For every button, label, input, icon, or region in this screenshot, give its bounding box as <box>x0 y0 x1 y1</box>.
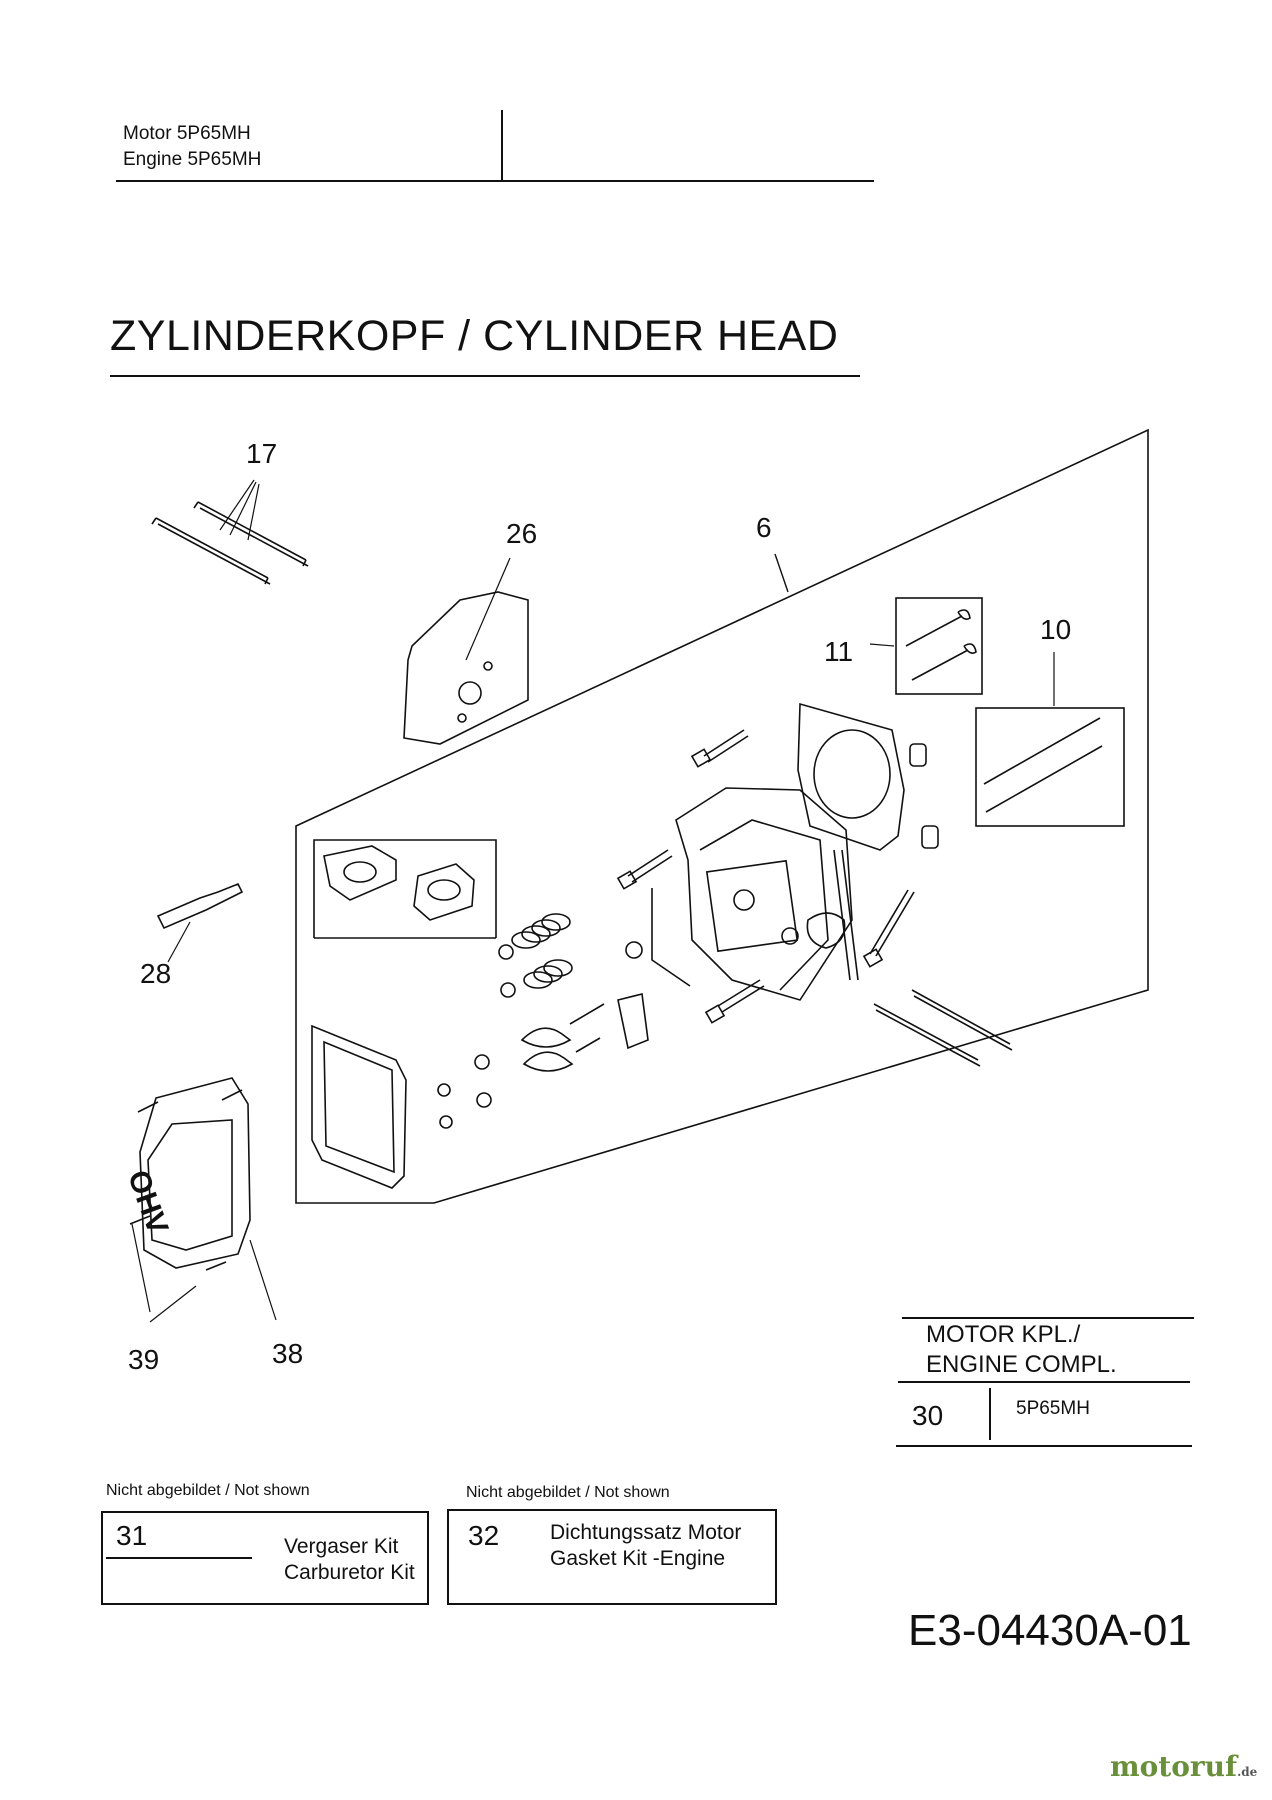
callout-26: 26 <box>506 518 538 549</box>
valve-cover <box>129 1077 277 1323</box>
not-shown-right-line1: Dichtungssatz Motor <box>550 1521 742 1544</box>
rocker-arms <box>437 993 649 1129</box>
header-model-de: Motor 5P65MH <box>123 123 251 144</box>
cylinder-head-body <box>651 787 859 1001</box>
engine-complete-number: 30 <box>912 1400 944 1431</box>
callout-39: 39 <box>128 1344 160 1375</box>
not-shown-boxes <box>101 1509 777 1605</box>
engine-complete-table <box>896 1317 1194 1447</box>
not-shown-right-number: 32 <box>468 1520 500 1551</box>
engine-complete-value: 5P65MH <box>1016 1398 1090 1419</box>
part-10-push-rods <box>975 652 1125 827</box>
callout-10: 10 <box>1040 614 1072 645</box>
not-shown-right-caption: Nicht abgebildet / Not shown <box>466 1484 670 1501</box>
rocker-cover-gasket <box>311 1024 407 1189</box>
page-title: ZYLINDERKOPF / CYLINDER HEAD <box>110 312 839 360</box>
part-17-studs <box>151 479 309 585</box>
callout-6: 6 <box>756 512 772 543</box>
part-26-heat-shield <box>403 557 529 745</box>
engine-complete-heading-en: ENGINE COMPL. <box>926 1351 1117 1378</box>
header-model-en: Engine 5P65MH <box>123 149 262 170</box>
logo-text: motoruf <box>1110 1750 1238 1783</box>
not-shown-right-line2: Gasket Kit -Engine <box>550 1547 726 1570</box>
callout-28: 28 <box>140 958 172 989</box>
callout-38: 38 <box>272 1338 304 1369</box>
head-bolts <box>616 729 915 1024</box>
intake-gasket-kit <box>313 839 497 939</box>
callout-6-leader <box>774 553 789 593</box>
part-11-valves <box>869 597 983 695</box>
valve-springs <box>498 913 573 998</box>
engine-complete-heading-de: MOTOR KPL./ <box>926 1321 1081 1348</box>
logo-suffix: .de <box>1237 1765 1258 1779</box>
cylinder-head-assembly-box <box>295 428 1149 1204</box>
diagram-code: E3-04430A-01 <box>908 1606 1192 1655</box>
motoruf-logo: motoruf.de <box>1110 1750 1257 1783</box>
not-shown-left-line2: Carburetor Kit <box>284 1561 415 1584</box>
not-shown-left-caption: Nicht abgebildet / Not shown <box>106 1482 310 1499</box>
part-28-spark-plug <box>156 882 244 963</box>
callout-17: 17 <box>246 438 278 469</box>
long-studs <box>873 989 1013 1067</box>
dowel-pins <box>909 743 939 849</box>
callout-11: 11 <box>824 636 854 667</box>
not-shown-left-line1: Vergaser Kit <box>284 1535 399 1558</box>
not-shown-left-number: 31 <box>116 1520 148 1551</box>
head-gasket <box>797 702 905 851</box>
